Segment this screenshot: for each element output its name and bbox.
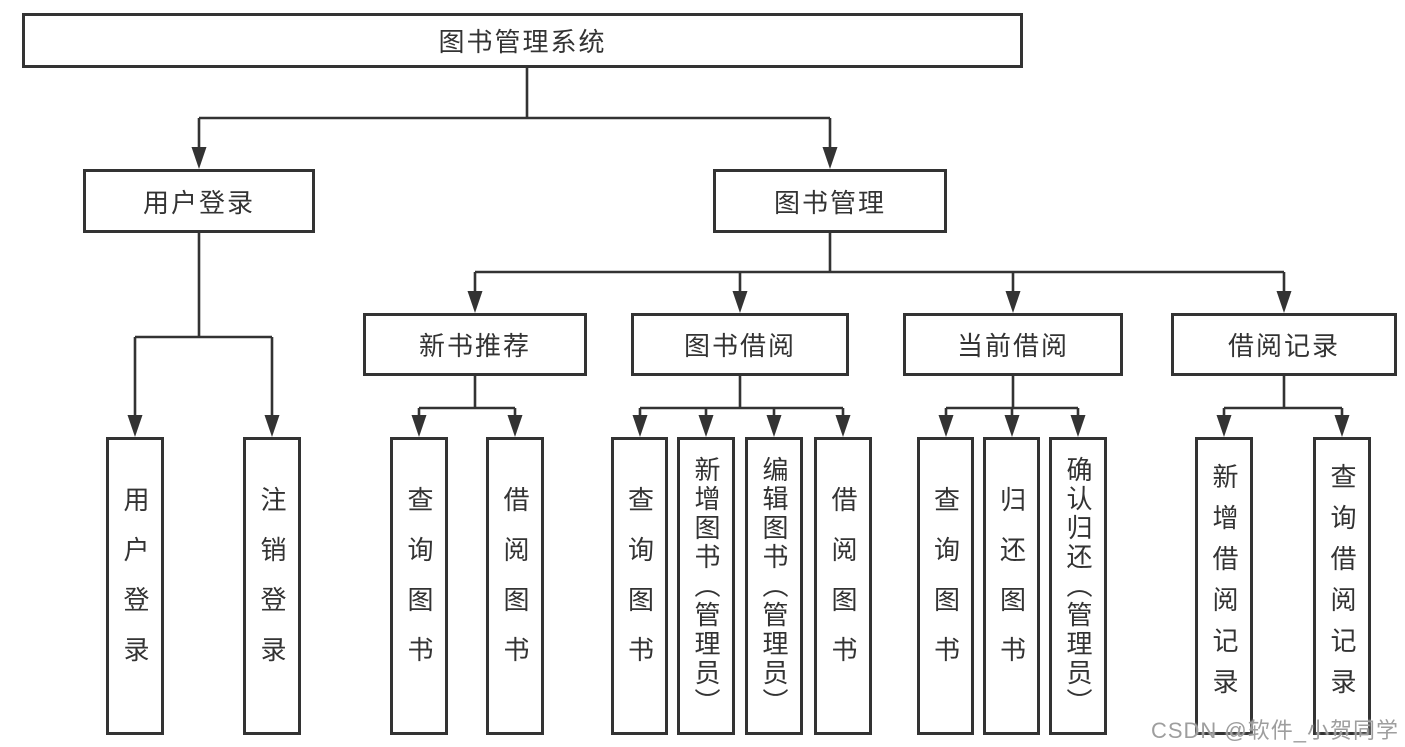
leaf-bb-add-books-admin: 新增图书（管理员） [677,437,735,735]
leaf-cb-query-books: 查询图书 [917,437,974,735]
node-borrow-records-label: 借阅记录 [1227,331,1340,361]
connector-root [197,68,832,152]
leaf-cb-query-books-label: 查询图书 [930,486,961,686]
leaf-bb-edit-books-admin: 编辑图书（管理员） [745,437,803,735]
arrowhead-bb-add [698,415,714,437]
leaf-cb-confirm-return-admin-label: 确认归还（管理员） [1063,455,1093,717]
connector-new-book-recommend [417,376,517,421]
arrowhead-user-login [191,147,207,169]
leaf-nb-query-books-label: 查询图书 [404,486,434,686]
leaf-br-query-record-label: 查询借阅记录 [1327,463,1357,709]
leaf-bb-edit-books-admin-label: 编辑图书（管理员） [759,455,789,717]
leaf-nb-borrow-books-label: 借阅图书 [500,486,530,686]
arrowhead-cb-return [1004,415,1020,437]
arrowhead-cb-confirm [1070,415,1086,437]
arrowhead-bb-borrow [835,415,851,437]
leaf-user-login-label: 用户登录 [120,486,150,686]
arrowhead-book-management [822,147,838,169]
arrowhead-leaf-user-login [127,415,143,437]
leaf-bb-query-books-label: 查询图书 [624,486,655,686]
arrowhead-borrow-records [1276,291,1292,313]
arrowhead-nb-borrow [507,415,523,437]
leaf-logout: 注销登录 [243,437,301,735]
node-new-book-recommend-label: 新书推荐 [418,331,531,361]
connector-book-borrow [638,376,845,421]
watermark-text: CSDN @软件_小贺同学 [1150,718,1399,743]
leaf-cb-confirm-return-admin: 确认归还（管理员） [1049,437,1107,735]
leaf-logout-label: 注销登录 [257,486,287,686]
arrowhead-new-book-recommend [467,291,483,313]
leaf-cb-return-books: 归还图书 [983,437,1040,735]
arrowhead-br-query [1334,415,1350,437]
leaf-user-login: 用户登录 [106,437,164,735]
node-book-borrow: 图书借阅 [631,313,849,376]
node-current-borrow: 当前借阅 [903,313,1123,376]
leaf-nb-borrow-books: 借阅图书 [486,437,544,735]
connector-user-login [133,233,274,421]
leaf-bb-borrow-books: 借阅图书 [814,437,872,735]
arrowhead-br-add [1216,415,1232,437]
arrowhead-book-borrow [732,291,748,313]
node-book-management-label: 图书管理 [773,187,886,218]
leaf-br-query-record: 查询借阅记录 [1313,437,1371,735]
watermark: CSDN @软件_小贺同学 [1151,713,1399,745]
leaf-br-add-record: 新增借阅记录 [1195,437,1253,735]
node-borrow-records: 借阅记录 [1171,313,1397,376]
arrowhead-bb-edit [766,415,782,437]
connector-book-management [473,233,1286,296]
arrowhead-cb-query [938,415,954,437]
node-new-book-recommend: 新书推荐 [363,313,587,376]
leaf-bb-query-books: 查询图书 [611,437,668,735]
connector-current-borrow [944,376,1080,421]
node-root-system: 图书管理系统 [22,13,1023,68]
node-current-borrow-label: 当前借阅 [956,331,1069,361]
connector-borrow-records [1222,376,1344,421]
arrowhead-leaf-logout [264,415,280,437]
leaf-bb-add-books-admin-label: 新增图书（管理员） [691,455,721,717]
node-user-login: 用户登录 [83,169,315,233]
node-book-borrow-label: 图书借阅 [683,331,796,361]
node-book-management: 图书管理 [713,169,947,233]
leaf-cb-return-books-label: 归还图书 [996,486,1027,686]
leaf-br-add-record-label: 新增借阅记录 [1209,463,1239,709]
node-user-login-label: 用户登录 [142,187,255,218]
leaf-bb-borrow-books-label: 借阅图书 [828,486,858,686]
leaf-nb-query-books: 查询图书 [390,437,448,735]
arrowhead-nb-query [411,415,427,437]
arrowhead-current-borrow [1005,291,1021,313]
node-root-system-label: 图书管理系统 [438,27,607,57]
arrowhead-bb-query [632,415,648,437]
